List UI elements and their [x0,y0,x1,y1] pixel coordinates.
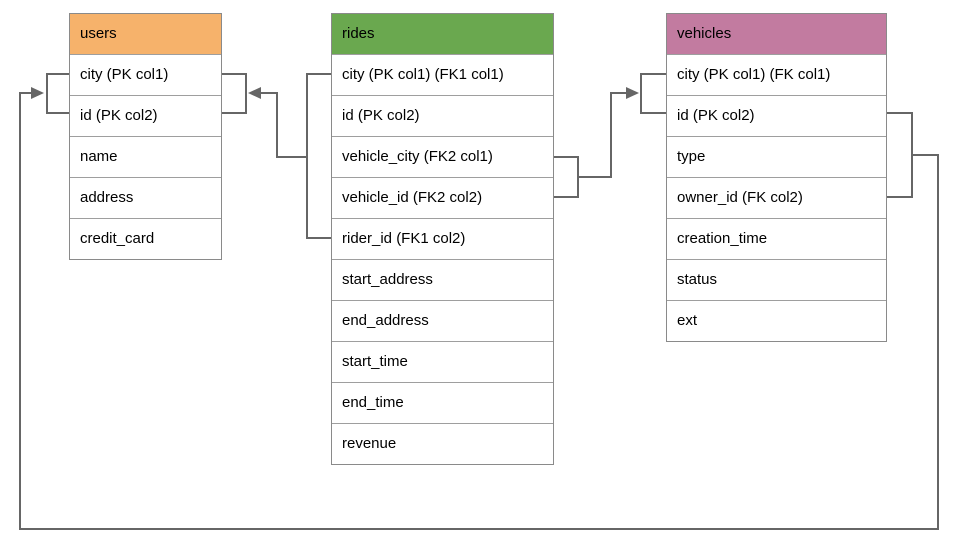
rides-fk1-link-line [261,92,307,158]
table-row: credit_card [70,218,221,259]
users-pk-bracket-right [222,73,247,114]
table-rides: rides city (PK col1) (FK1 col1) id (PK c… [331,13,554,465]
table-vehicles: vehicles city (PK col1) (FK col1) id (PK… [666,13,887,342]
table-row: name [70,136,221,177]
table-row: city (PK col1) [70,54,221,95]
table-row: status [667,259,886,300]
vehicles-fk-bracket-right [887,112,913,198]
arrowhead-to-vehicles-icon [626,87,639,99]
table-row: start_address [332,259,553,300]
vehicles-fk-link-line [19,92,939,530]
connector-rides-fk2-vehicles [554,73,666,198]
table-row: owner_id (FK col2) [667,177,886,218]
connector-vehicles-fk-users [19,73,939,530]
rides-fk1-bracket-left [306,73,331,239]
rides-fk2-link-line [578,92,626,178]
table-row: creation_time [667,218,886,259]
table-row: city (PK col1) (FK1 col1) [332,54,553,95]
table-vehicles-header: vehicles [667,14,886,54]
rides-fk2-bracket-right [554,156,579,198]
table-row: end_time [332,382,553,423]
arrowhead-to-users-icon [248,87,261,99]
table-row: id (PK col2) [667,95,886,136]
arrowhead-to-users-left-icon [31,87,44,99]
users-pk-bracket-left [46,73,69,114]
table-row: revenue [332,423,553,464]
table-row: address [70,177,221,218]
table-row: start_time [332,341,553,382]
table-row: vehicle_id (FK2 col2) [332,177,553,218]
table-row: id (PK col2) [70,95,221,136]
table-users: users city (PK col1) id (PK col2) name a… [69,13,222,260]
table-row: ext [667,300,886,341]
vehicles-pk-bracket-left [640,73,666,114]
connector-rides-fk1-users [222,73,331,239]
table-users-header: users [70,14,221,54]
table-rides-header: rides [332,14,553,54]
table-row: end_address [332,300,553,341]
table-row: vehicle_city (FK2 col1) [332,136,553,177]
table-row: rider_id (FK1 col2) [332,218,553,259]
table-row: type [667,136,886,177]
table-row: city (PK col1) (FK col1) [667,54,886,95]
table-row: id (PK col2) [332,95,553,136]
